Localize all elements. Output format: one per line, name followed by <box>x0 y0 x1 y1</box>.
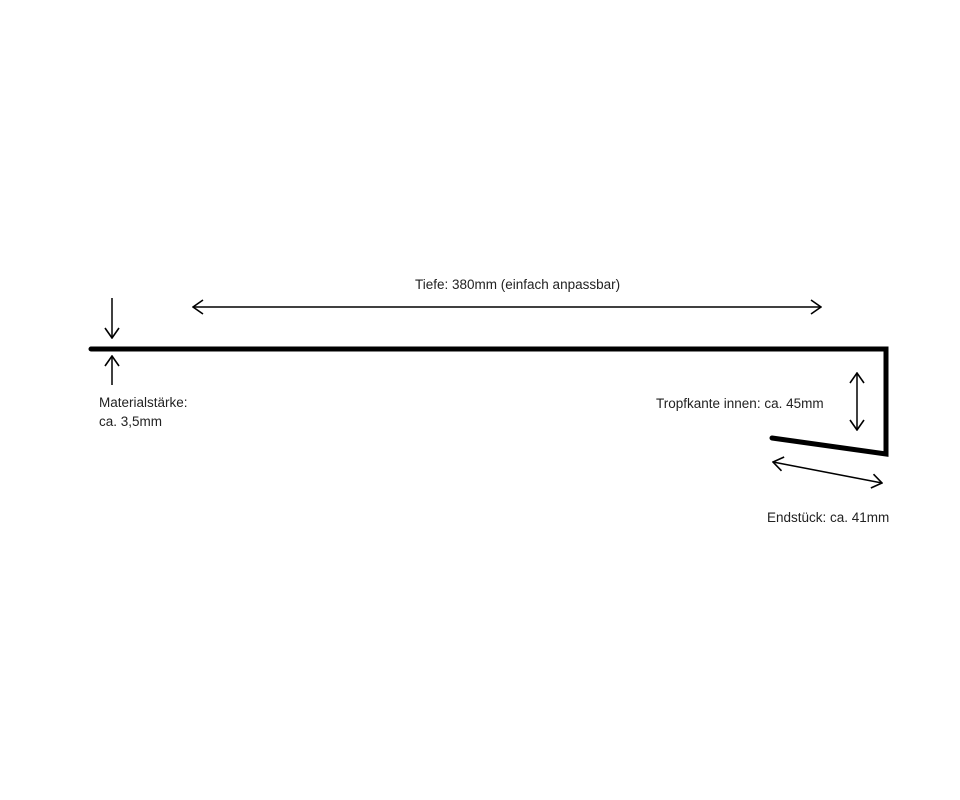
end-piece-arrow <box>773 462 882 483</box>
depth-label: Tiefe: 380mm (einfach anpassbar) <box>415 277 621 292</box>
sheet-profile <box>88 346 889 457</box>
thickness-label-1: Materialstärke: <box>99 395 188 410</box>
end-piece-label: Endstück: ca. 41mm <box>767 510 890 525</box>
drip-edge-label: Tropfkante innen: ca. 45mm <box>656 396 824 411</box>
thickness-label-2: ca. 3,5mm <box>99 414 163 429</box>
